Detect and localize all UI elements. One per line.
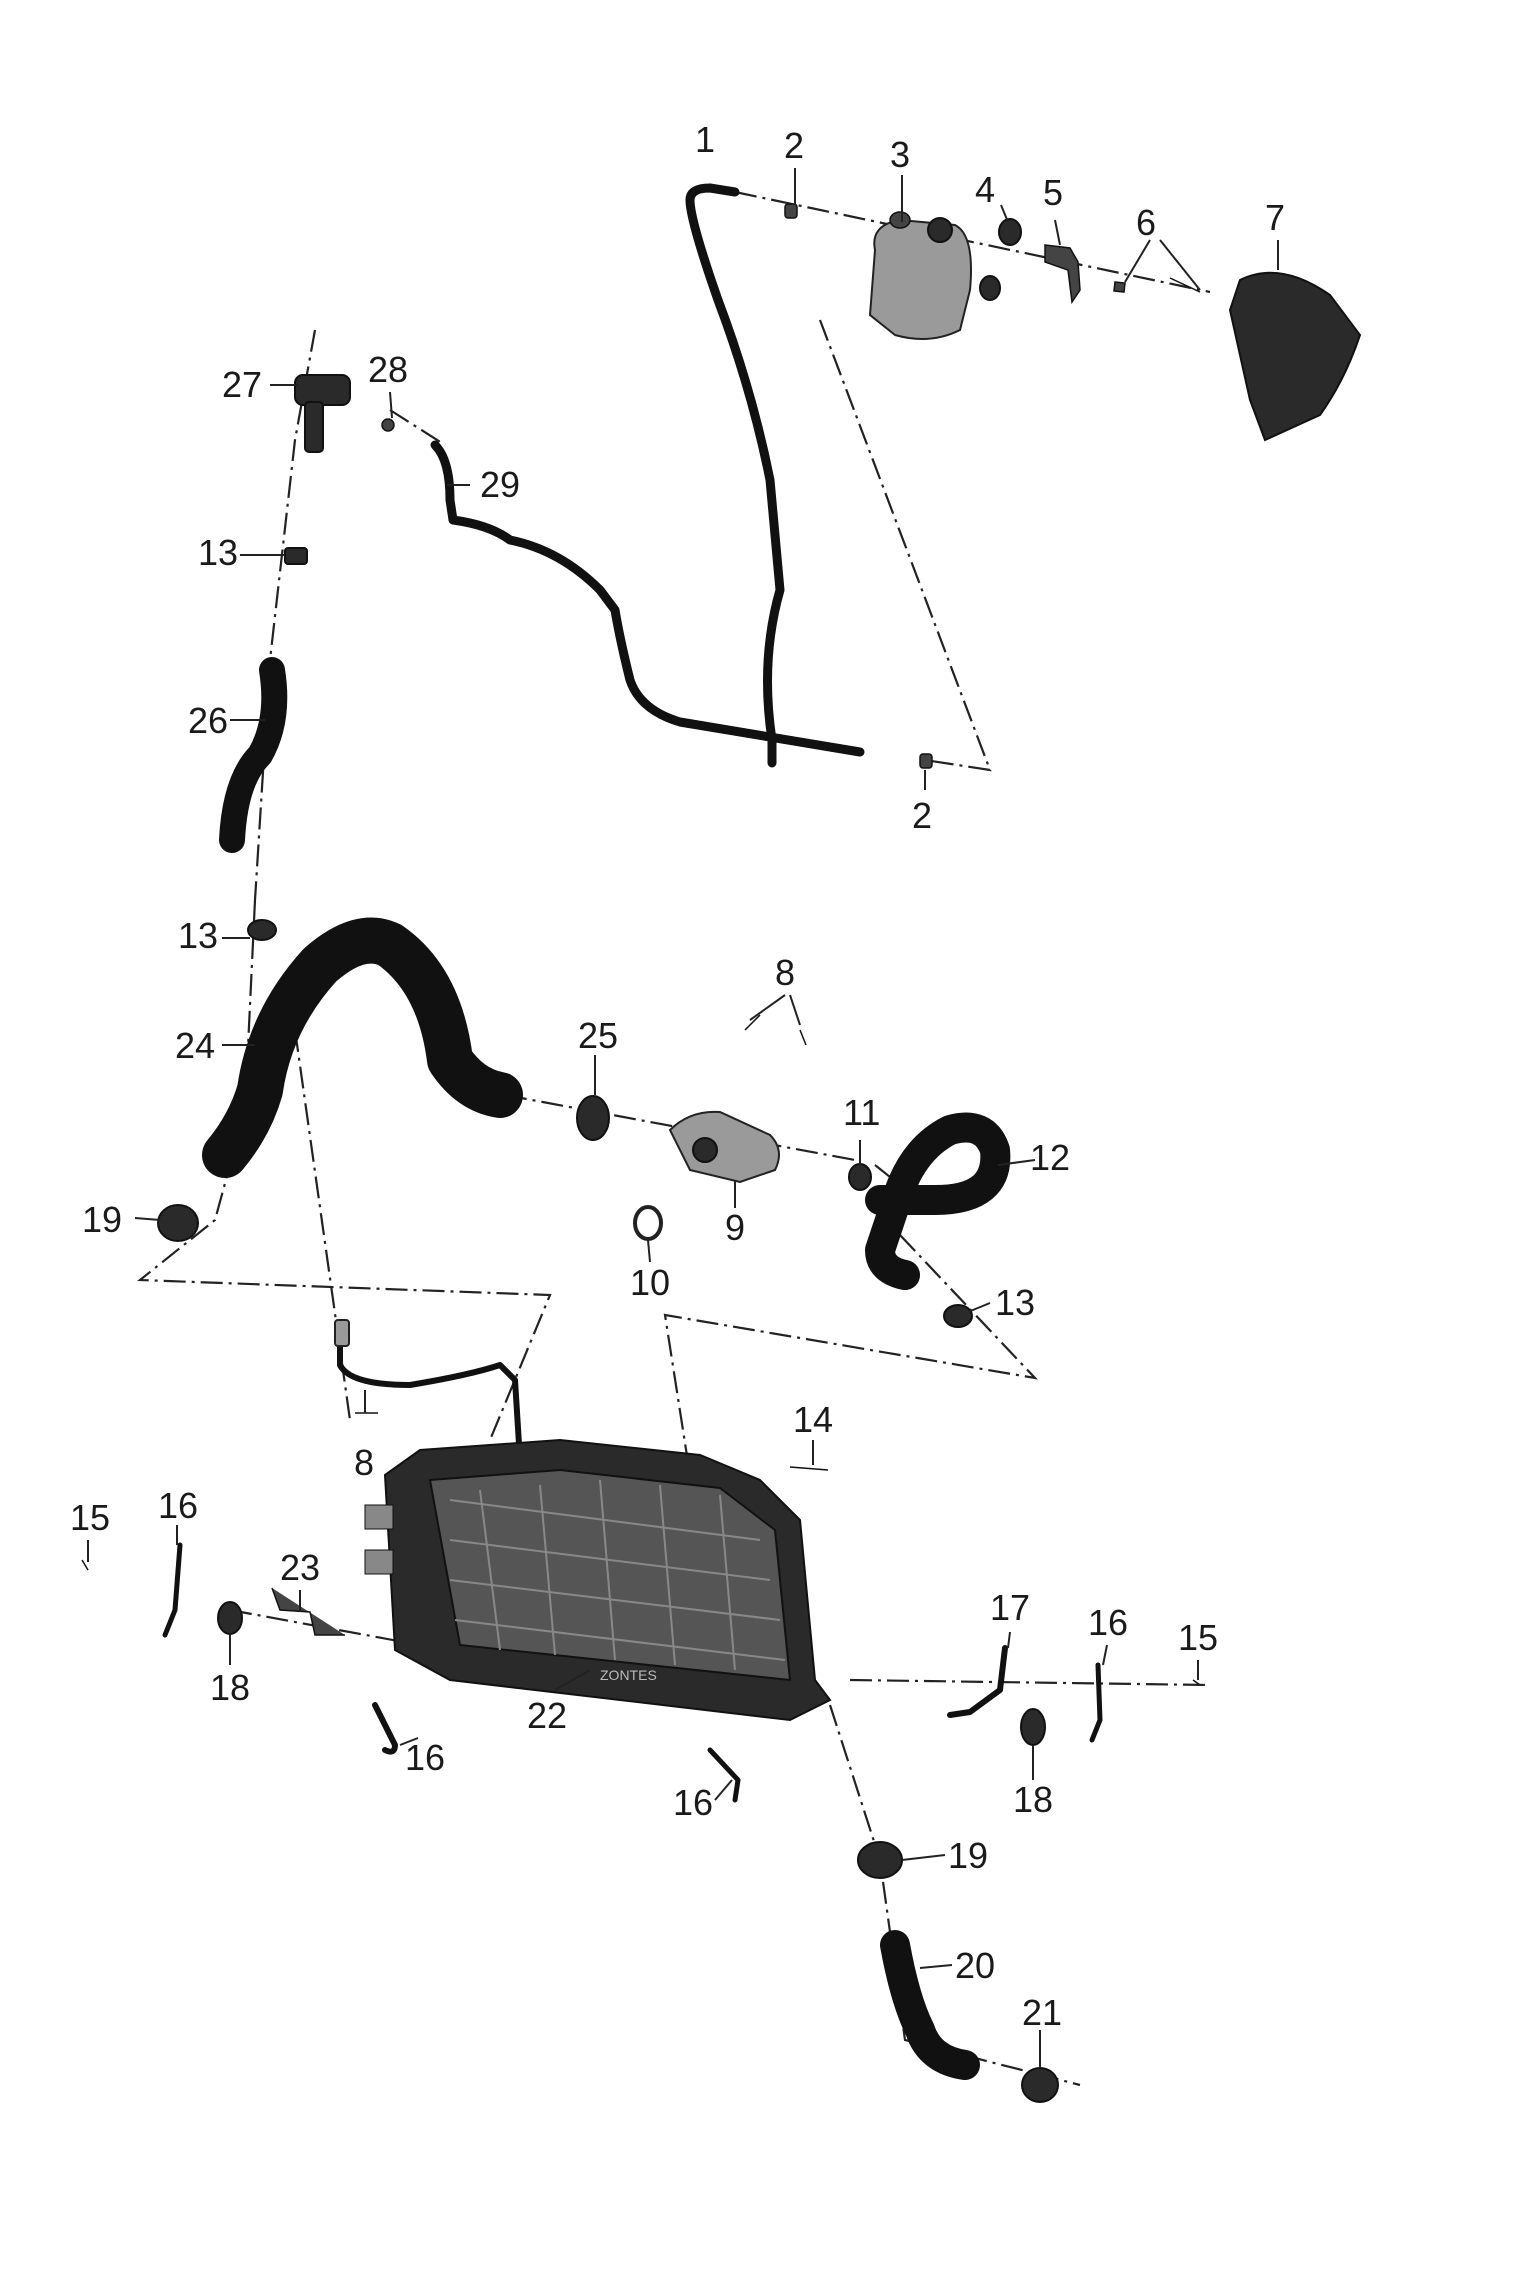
clamp-left [157, 1204, 199, 1242]
callout-5: 5 [1043, 172, 1063, 213]
callout-18-right: 18 [1013, 1779, 1053, 1820]
callout-14: 14 [793, 1399, 833, 1440]
radiator: ZONTES [364, 1438, 832, 1722]
callout-18-left: 18 [210, 1667, 250, 1708]
callout-2-lower: 2 [912, 795, 932, 836]
overflow-hose [430, 440, 865, 757]
callout-25: 25 [578, 1015, 618, 1056]
short-hose [219, 657, 288, 853]
callout-labels: 1 2 2 3 4 5 6 7 8 8 9 10 11 12 13 13 13 … [70, 119, 1285, 2033]
assembly-lines [137, 190, 1211, 2087]
callout-17: 17 [990, 1587, 1030, 1628]
thermostat-housing [668, 1110, 780, 1184]
main-hose [202, 917, 523, 1178]
lower-hose [880, 1930, 980, 2080]
strap-lower-left [372, 1702, 398, 1755]
callout-16-upper-left: 16 [158, 1485, 198, 1526]
bend-hose [865, 1112, 1011, 1290]
breather-hose [685, 183, 785, 768]
fan-wire [337, 1327, 523, 1463]
radiator-bracket-left [271, 1587, 345, 1636]
strap-right [1089, 1662, 1103, 1743]
callout-7: 7 [1265, 197, 1285, 238]
hose-clamp-right [943, 1304, 973, 1328]
clamp-bottom [857, 1841, 903, 1879]
reservoir-tank [868, 211, 972, 340]
radiator-bolt [789, 1466, 829, 1471]
callout-23: 23 [280, 1547, 320, 1588]
spring-clamp [576, 1095, 610, 1141]
callout-11: 11 [843, 1092, 880, 1133]
bolts-pair [1113, 277, 1201, 293]
callout-13-middle: 13 [178, 915, 218, 956]
callout-29: 29 [480, 464, 520, 505]
callout-19-left: 19 [82, 1199, 122, 1240]
callout-28: 28 [368, 349, 408, 390]
radiator-brand-marking: ZONTES [600, 1667, 657, 1683]
callout-15-right: 15 [1178, 1617, 1218, 1658]
callout-6: 6 [1136, 202, 1156, 243]
hose-clamp-upper [284, 547, 308, 565]
clip-lower [919, 753, 933, 769]
callout-27: 27 [222, 364, 262, 405]
callout-21: 21 [1022, 1992, 1062, 2033]
clip-upper [784, 203, 798, 219]
damper-left [217, 1601, 243, 1635]
callout-1: 1 [695, 119, 715, 160]
reservoir-bracket [1044, 244, 1081, 305]
callout-10: 10 [630, 1262, 670, 1303]
o-ring [633, 1205, 663, 1241]
callout-19-bottom: 19 [948, 1835, 988, 1876]
strap-lower-middle [707, 1747, 741, 1803]
leader-lines [87, 168, 1279, 2067]
callout-8-upper: 8 [775, 952, 795, 993]
callout-13-top: 13 [198, 532, 238, 573]
small-clip [381, 418, 395, 432]
filler-cap [294, 374, 351, 453]
damper-right [1020, 1708, 1046, 1746]
radiator-bracket-right [947, 1645, 1008, 1718]
bolt-pair-upper [744, 1014, 807, 1046]
callout-20: 20 [955, 1945, 995, 1986]
strap-upper-left [162, 1542, 183, 1638]
clamp-lower-hose [1021, 2067, 1059, 2103]
callout-4: 4 [975, 169, 995, 210]
callout-12: 12 [1030, 1137, 1070, 1178]
callout-16-lower-mid: 16 [673, 1782, 713, 1823]
bolt-far-left [81, 1559, 89, 1571]
callout-15-left: 15 [70, 1497, 110, 1538]
reservoir-cover [1228, 271, 1362, 442]
callout-2-upper: 2 [784, 125, 804, 166]
callout-3: 3 [890, 134, 910, 175]
callout-9: 9 [725, 1207, 745, 1248]
callout-16-lower-left: 16 [405, 1737, 445, 1778]
grommet-upper [998, 218, 1022, 246]
bolt-far-right [1192, 1679, 1201, 1686]
grommet-lower [979, 275, 1001, 301]
fan-connector [334, 1319, 350, 1347]
callout-24: 24 [175, 1025, 215, 1066]
callout-26: 26 [188, 700, 228, 741]
callout-8-lower: 8 [354, 1442, 374, 1483]
callout-16-right: 16 [1088, 1602, 1128, 1643]
small-clamp [848, 1163, 872, 1191]
callout-13-right: 13 [995, 1282, 1035, 1323]
callout-22: 22 [527, 1695, 567, 1736]
hose-clamp-middle [247, 919, 277, 941]
